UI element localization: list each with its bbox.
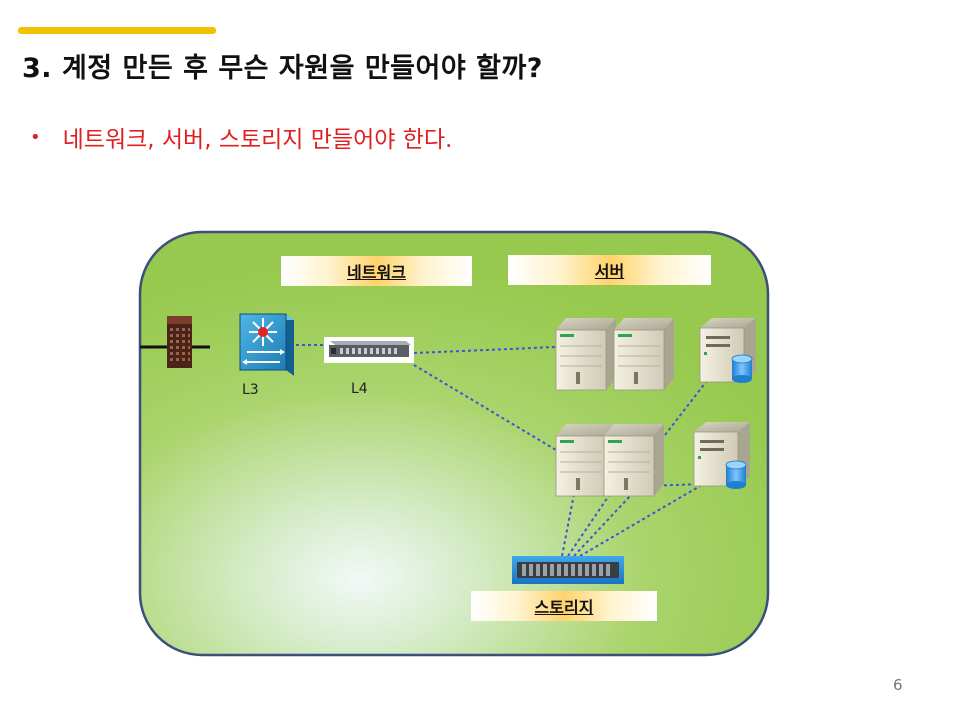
server-icon [555,318,616,391]
database-server-icon [693,422,750,489]
bullet-item: • 네트워크, 서버, 스토리지 만들어야 한다. [30,120,452,154]
database-server-icon [699,318,756,383]
page-number: 6 [893,676,903,694]
bullet-text: 네트워크, 서버, 스토리지 만들어야 한다. [62,127,453,153]
zone-label-storage: 스토리지 [471,591,657,621]
zone-label-network: 네트워크 [281,256,472,286]
network-links [296,344,707,557]
title-accent-bar [18,27,216,34]
zone-label-server: 서버 [508,255,711,285]
server-icon [603,424,664,497]
cloud-region [138,230,770,657]
server-icon [613,318,674,391]
l3-switch-icon [239,313,294,376]
slide-title: 3. 계정 만든 후 무슨 자원을 만들어야 할까? [22,53,543,84]
storage-array-icon [512,556,624,584]
l4-switch-icon [324,337,414,363]
l4-device-label: L4 [351,381,368,397]
firewall-icon [140,316,210,368]
l3-device-label: L3 [242,382,259,398]
bullet-dot-icon: • [30,126,41,148]
